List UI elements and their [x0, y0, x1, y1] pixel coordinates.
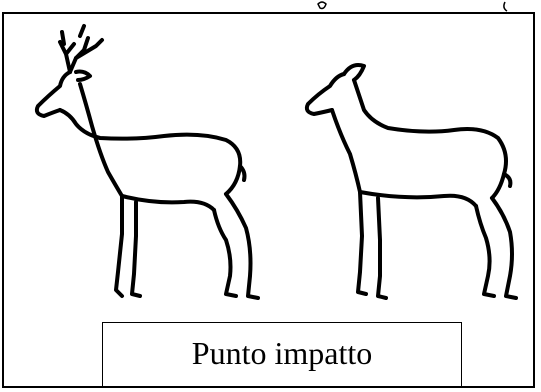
deer-doe-outline-icon: [304, 63, 518, 300]
deer-illustration: [34, 24, 518, 300]
deer-buck-outline-icon: [34, 24, 260, 300]
impact-point-label-box: Punto impatto: [102, 322, 462, 386]
figure-frame: Punto impatto: [2, 12, 535, 388]
impact-point-label: Punto impatto: [191, 335, 373, 371]
top-edge-fragments: [0, 0, 541, 14]
